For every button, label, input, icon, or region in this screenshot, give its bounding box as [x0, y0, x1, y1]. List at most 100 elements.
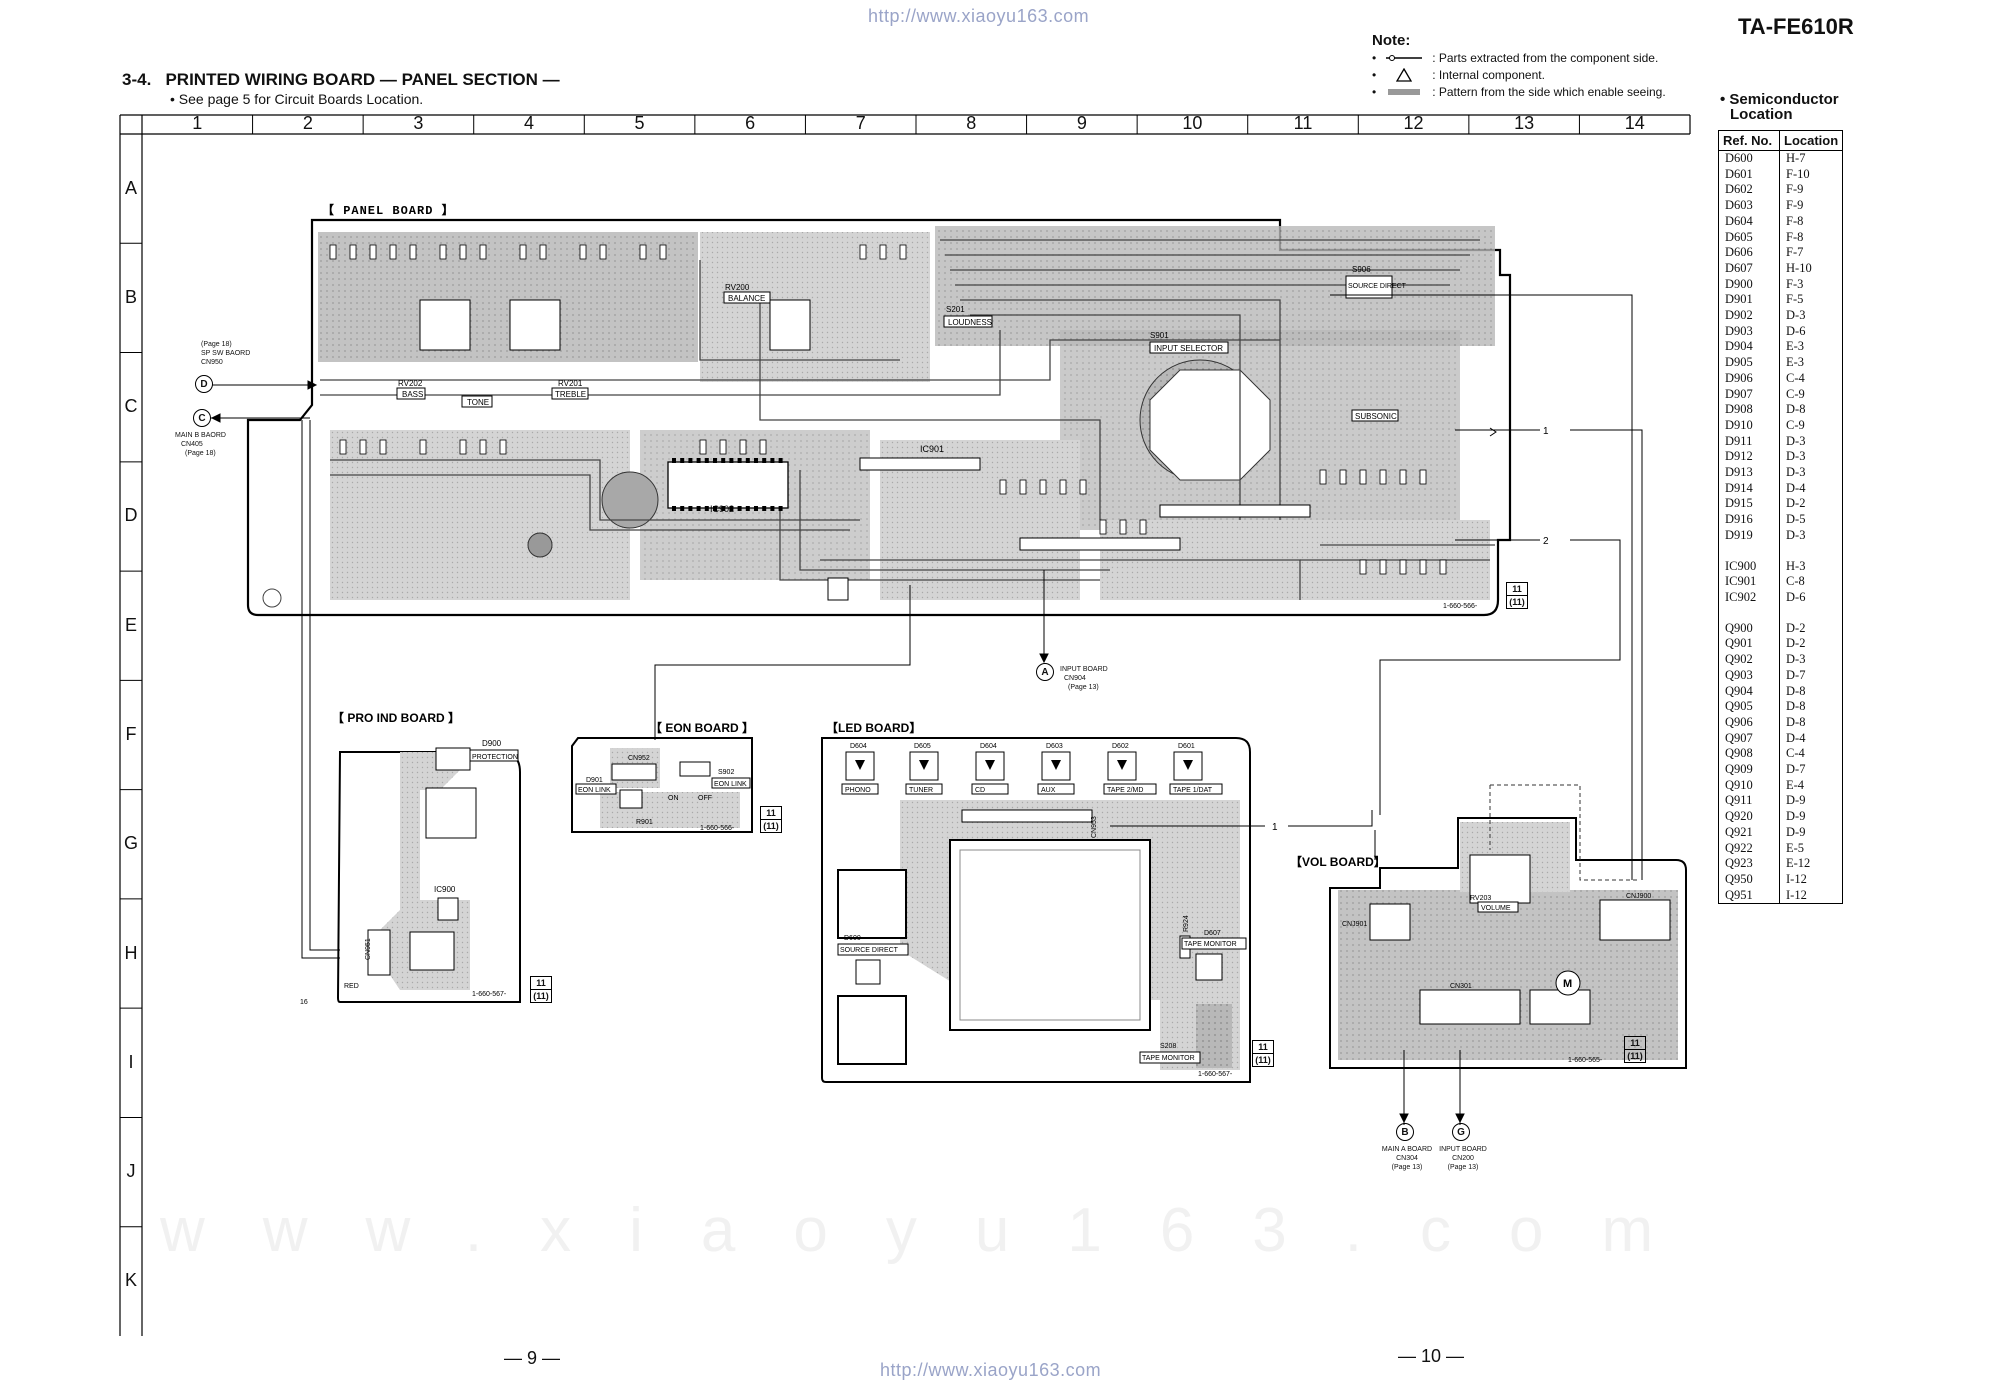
- connector-c-line-2: CN405: [181, 441, 203, 448]
- location-cell: C-4: [1779, 370, 1843, 387]
- revision-badge-top: 11: [761, 807, 781, 820]
- ref-no-cell: D914: [1725, 480, 1753, 495]
- component-pad: [409, 244, 417, 260]
- led-icon: [855, 760, 865, 770]
- table-spacer: [1719, 543, 1843, 559]
- table-row: Q908 C-4: [1719, 746, 1843, 763]
- rv203-label: RV203: [1470, 895, 1491, 902]
- ic902-label: IC902: [710, 504, 734, 514]
- ref-no-cell: Q908: [1725, 746, 1753, 761]
- grid-column-4: 4: [523, 113, 534, 133]
- loudness-label: LOUDNESS: [948, 318, 992, 327]
- connector-d-letter: D: [195, 375, 213, 393]
- component-pad: [519, 244, 527, 260]
- ic902-pin: [770, 458, 775, 463]
- ic902-pin: [737, 458, 742, 463]
- location-cell: C-9: [1779, 386, 1843, 403]
- led-board: D604PHONOD605TUNERD604CDD603AUXD602TAPE …: [821, 737, 1251, 1083]
- arrow-label-1b: 1: [1272, 822, 1278, 833]
- connector-a-line-1: INPUT BOARD: [1060, 666, 1108, 673]
- ref-no-cell: Q904: [1725, 683, 1753, 698]
- bottom-url[interactable]: http://www.xiaoyu163.com: [880, 1360, 1102, 1380]
- grid-column-7: 7: [855, 113, 866, 133]
- ref-no-cell: D603: [1725, 198, 1753, 213]
- top-url[interactable]: http://www.xiaoyu163.com: [868, 6, 1090, 26]
- ref-no-cell: D915: [1725, 496, 1753, 511]
- d607-label: D607: [1204, 930, 1221, 937]
- component-pad: [439, 244, 447, 260]
- component-pad: [359, 439, 367, 455]
- location-cell: D-2: [1779, 496, 1843, 513]
- connector-g-line-1: INPUT BOARD: [1439, 1146, 1487, 1153]
- tape-monitor-label-2: TAPE MONITOR: [1142, 1055, 1195, 1062]
- eon-part-number: 1-660-566-: [700, 825, 735, 832]
- ref-no-cell: D906: [1725, 370, 1753, 385]
- location-cell: D-6: [1779, 323, 1843, 340]
- treble-label: TREBLE: [555, 390, 586, 399]
- ref-no-cell: D904: [1725, 339, 1753, 354]
- eon-link-label: EON LINK: [578, 787, 611, 794]
- component-pad: [599, 244, 607, 260]
- led-socket-label-box: [1169, 783, 1223, 795]
- tape-monitor-label: TAPE MONITOR: [1184, 941, 1237, 948]
- led-icon: [919, 760, 929, 770]
- location-cell: D-8: [1779, 699, 1843, 715]
- grid-column-2: 2: [302, 113, 313, 133]
- ic902-pin: [704, 506, 709, 511]
- ic900-label: IC900: [434, 885, 456, 894]
- on-label: ON: [668, 795, 679, 802]
- location-cell: F-10: [1779, 166, 1843, 183]
- led-icon: [1183, 760, 1193, 770]
- led-socket-label-box: [1037, 783, 1075, 795]
- component-pad: [419, 439, 427, 455]
- connector-c-letter: C: [193, 409, 211, 427]
- arrow-label-2: 2: [1543, 536, 1549, 547]
- grid-column-3: 3: [413, 113, 424, 133]
- protection-label: PROTECTION: [472, 754, 518, 761]
- led-socket-ref: D605: [914, 743, 931, 750]
- d900-label: D900: [482, 739, 502, 748]
- led-socket-label: PHONO: [845, 787, 871, 794]
- ref-no-cell: Q903: [1725, 667, 1753, 682]
- grid-row-G: G: [123, 833, 138, 854]
- ref-no-cell: D602: [1725, 182, 1753, 197]
- ref-no-cell: IC901: [1725, 574, 1757, 589]
- eon-board-title: 【 EON BOARD 】: [650, 720, 754, 735]
- location-cell: C-4: [1779, 746, 1843, 763]
- ic902-pin: [721, 506, 726, 511]
- ref-no-cell: D919: [1725, 527, 1753, 542]
- led-socket-label: TAPE 2/MD: [1107, 787, 1143, 794]
- note-block: Note: • : Parts extracted from the compo…: [1372, 32, 1666, 100]
- grid-column-12: 12: [1403, 113, 1424, 133]
- subsonic-label: SUBSONIC: [1355, 412, 1397, 421]
- location-cell: F-8: [1779, 213, 1843, 230]
- grid-row-I: I: [128, 1051, 134, 1072]
- led-socket-label: TAPE 1/DAT: [1173, 787, 1213, 794]
- ref-no-cell: Q922: [1725, 840, 1753, 855]
- ref-no-cell: Q911: [1725, 793, 1753, 808]
- bass-label: BASS: [402, 390, 423, 399]
- vol-part-number: 1-660-565-: [1568, 1057, 1603, 1064]
- component-pad: [639, 244, 647, 260]
- location-cell: C-9: [1779, 417, 1843, 434]
- component-pad: [329, 244, 337, 260]
- component-pad: [1139, 519, 1147, 535]
- ref-no-cell: Q901: [1725, 636, 1753, 651]
- revision-badge-top: 11: [531, 977, 551, 990]
- ic902-pin: [704, 458, 709, 463]
- connector-b-line-3: (Page 13): [1391, 1164, 1423, 1171]
- ref-no-cell: Q902: [1725, 652, 1753, 667]
- connector-a-line-3: (Page 13): [1068, 684, 1099, 691]
- led-socket-ref: D601: [1178, 743, 1195, 750]
- revision-badge: 11(11): [1624, 1036, 1646, 1063]
